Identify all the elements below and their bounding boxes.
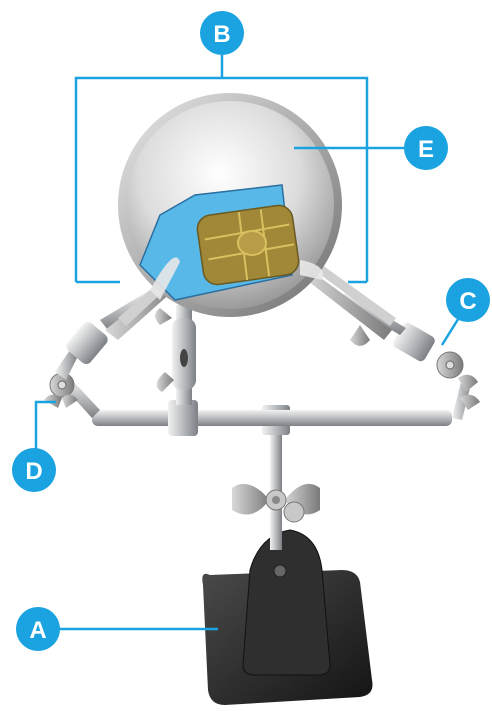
- callout-b: B: [200, 11, 244, 55]
- callout-d: D: [12, 448, 56, 492]
- weighted-base: [202, 529, 373, 705]
- svg-text:E: E: [418, 136, 434, 163]
- svg-text:C: C: [459, 288, 476, 315]
- svg-text:D: D: [25, 458, 42, 485]
- svg-text:A: A: [29, 617, 46, 644]
- callout-a: A: [16, 607, 60, 651]
- svg-text:B: B: [213, 21, 230, 48]
- callout-c: C: [446, 278, 490, 322]
- callout-e: E: [404, 126, 448, 170]
- leader-d: [34, 400, 56, 462]
- horizontal-bar: [92, 400, 452, 436]
- sim-chip: [196, 204, 300, 286]
- magnifier-post: [155, 305, 196, 405]
- right-arm-clip: [304, 262, 480, 420]
- leader-lines: [34, 50, 472, 631]
- magnifying-glass: [118, 93, 342, 317]
- center-post: [232, 405, 320, 550]
